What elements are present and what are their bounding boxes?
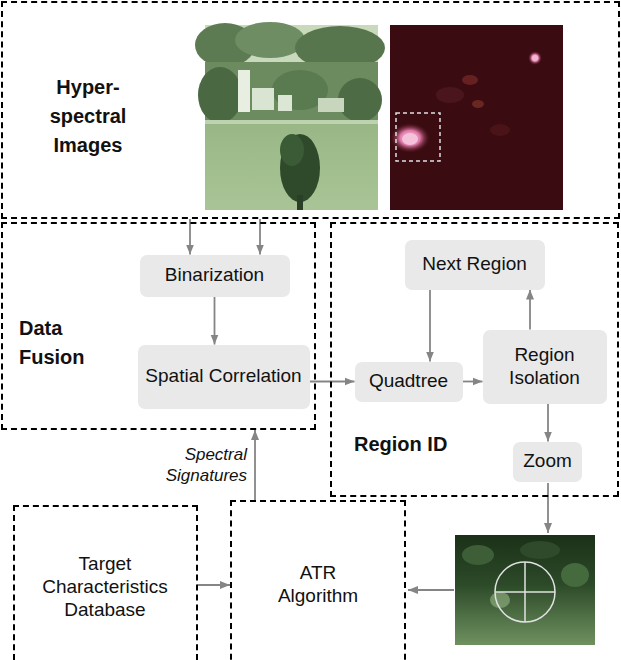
connector-arrow [189, 219, 191, 255]
flow-arrow [547, 483, 549, 533]
group-box: Next RegionQuadtree Region IsolationZoom R… [330, 222, 619, 497]
node-label: Binarization [165, 264, 264, 287]
node-label: Spatial Correlation [145, 365, 301, 388]
group-box: Hyper- spectral Images [1, 1, 620, 219]
module-box: Target Characteristics Database [13, 505, 198, 660]
edge-label: Spectral Signatures [147, 444, 247, 487]
connector-arrow [463, 381, 483, 383]
connector-arrow [547, 404, 549, 442]
node-label: ATR Algorithm [263, 562, 373, 608]
group-heading: Region ID [354, 430, 447, 459]
group-heading: Data Fusion [19, 314, 109, 372]
group-heading: Hyper- spectral Images [33, 73, 143, 160]
process-box: Zoom [513, 442, 582, 482]
connector-arrow [310, 381, 355, 383]
node-label: Target Characteristics Database [25, 553, 185, 621]
connector-arrow [214, 297, 216, 345]
connector-arrow [529, 290, 531, 330]
process-box: Binarization [140, 255, 290, 297]
module-box: ATR Algorithm [230, 500, 406, 660]
connector-arrow [259, 219, 261, 255]
node-label: Zoom [523, 450, 572, 473]
node-label: Next Region [422, 253, 527, 276]
landscape-image [195, 22, 385, 210]
group-box: BinarizationSpatial Correlation Data Fusi… [1, 222, 316, 430]
process-box: Next Region [405, 240, 545, 290]
node-label: Quadtree [369, 370, 448, 393]
connector-arrow [254, 430, 256, 500]
flow-arrow [408, 589, 454, 591]
connector-arrow [429, 290, 431, 362]
process-box: Quadtree [355, 362, 463, 402]
process-box: Spatial Correlation [138, 345, 310, 409]
process-box: Region Isolation [483, 330, 607, 404]
connector-arrow [198, 584, 231, 586]
zoomed-target-image [455, 535, 595, 645]
spectral-image [390, 25, 563, 210]
node-label: Region Isolation [483, 344, 607, 390]
